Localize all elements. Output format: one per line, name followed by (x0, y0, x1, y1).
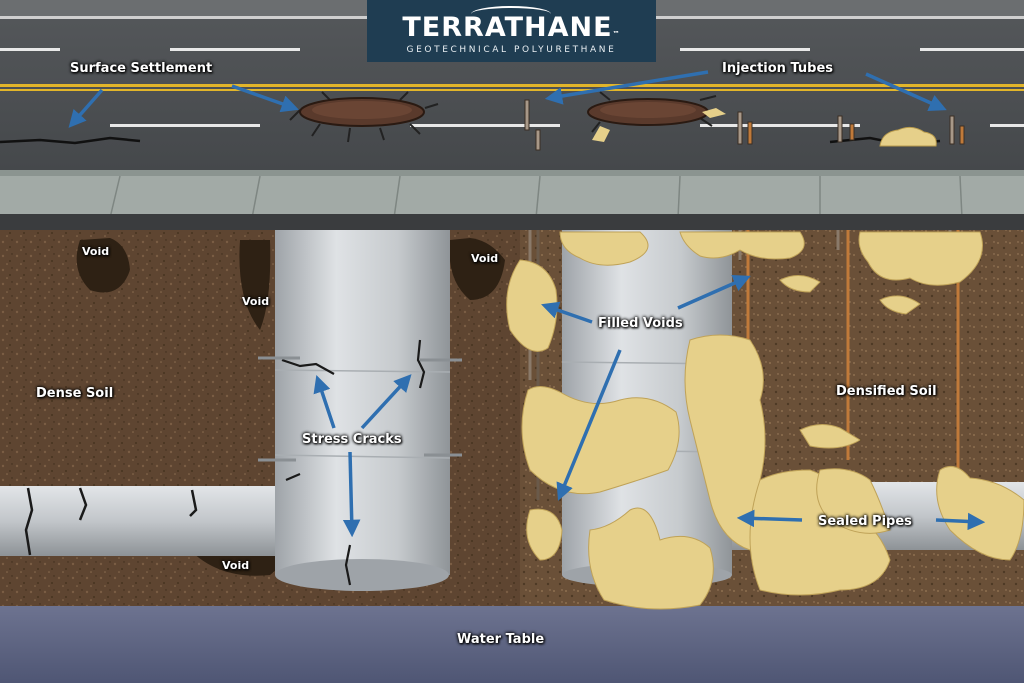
label-surface-settlement: Surface Settlement (70, 61, 213, 76)
label-densified-soil: Densified Soil (836, 384, 937, 399)
arrow-sealed-pipes-right (935, 512, 986, 531)
void-pocket (239, 240, 271, 330)
void-pocket (76, 238, 130, 293)
arrow-sealed-pipes-left (736, 509, 803, 528)
label-stress-cracks: Stress Cracks (302, 432, 402, 447)
arrow-filled-voids-down (556, 349, 622, 501)
surface-foam-small (592, 126, 610, 142)
label-void-3: Void (471, 252, 499, 265)
trademark-symbol: ™ (612, 30, 621, 38)
surface-foam-small (702, 108, 726, 118)
brand-logo: TERRATHANE™ GEOTECHNICAL POLYURETHANE (367, 0, 656, 62)
surface-foam (879, 126, 937, 147)
label-water-table: Water Table (457, 632, 545, 647)
arrow-surface-settlement-right (231, 84, 299, 113)
logo-arc (471, 6, 551, 22)
pipe-left (0, 486, 308, 556)
label-sealed-pipes: Sealed Pipes (818, 514, 912, 529)
label-void-2: Void (242, 295, 270, 308)
polyurethane-foam (506, 231, 1024, 610)
arrow-filled-voids-right (677, 274, 751, 310)
manhole-cover-left (289, 91, 439, 143)
injection-tube-stubs (524, 99, 965, 151)
arrow-injection-tubes-right (865, 72, 947, 111)
arrow-stress-cracks-right (360, 374, 412, 430)
brand-tagline: GEOTECHNICAL POLYURETHANE (406, 45, 617, 55)
arrow-injection-tubes-left (544, 70, 709, 105)
arrow-stress-cracks-left (313, 375, 336, 429)
column-left (258, 230, 462, 591)
arrow-surface-settlement-left (68, 88, 104, 128)
label-dense-soil: Dense Soil (36, 386, 114, 401)
callout-arrows (68, 70, 986, 538)
manhole-cover-right (587, 91, 717, 133)
surface-crack (0, 136, 141, 145)
water-table-band (0, 606, 1024, 683)
arrow-stress-cracks-down (342, 451, 361, 538)
arrow-filled-voids-left (541, 301, 593, 324)
label-injection-tubes: Injection Tubes (722, 61, 834, 76)
label-void-4: Void (222, 559, 250, 572)
void-pocket (449, 238, 505, 300)
label-filled-voids: Filled Voids (598, 316, 683, 331)
sidewalk (0, 170, 1024, 230)
label-void-1: Void (82, 245, 110, 258)
